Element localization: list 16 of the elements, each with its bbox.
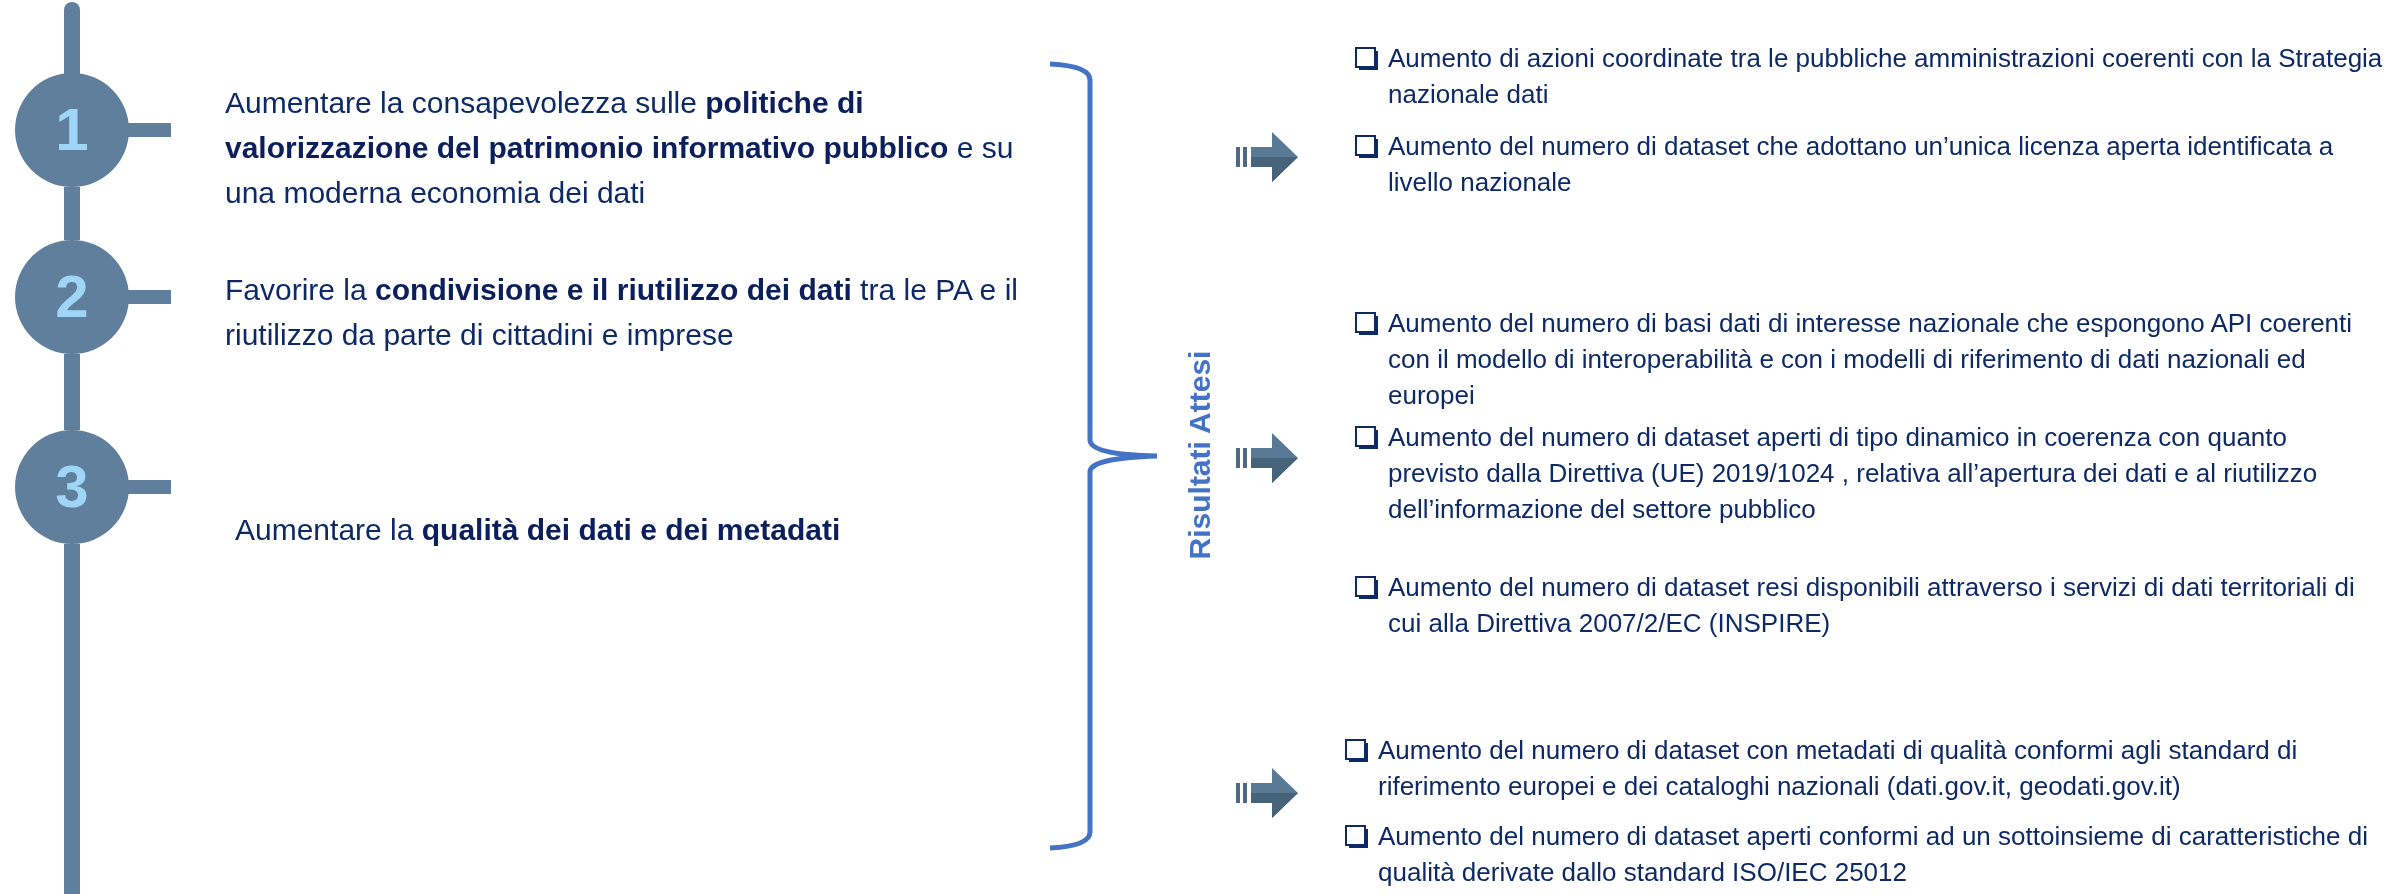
vertical-heading: Risultati Attesi xyxy=(1182,350,1217,560)
result-text: Aumento del numero di dataset con metadati di qualità conformi agli standard di riferimento europei e dei cataloghi nazionali (dati.gov.it, geodati.gov.it) xyxy=(1378,734,2299,803)
result-text: Aumento del numero di basi dati di interesse nazionale che espongono API coerenti con il modello di interoperabilità e con i modelli di riferimento di dati nazionali ed europei xyxy=(1388,307,2354,412)
result-text: Aumento del numero di dataset aperti di tipo dinamico in coerenza con quanto previsto dalla Direttiva (UE) 2019/1024 , relativa all’apertura dei dati e al riutilizzo dell’informazione del settore pubblico xyxy=(1388,421,2319,526)
result-text: Aumento del numero di dataset resi disponibili attraverso i servizi di dati territoriali di cui alla Direttiva 2007/2/EC (INSPIRE) xyxy=(1388,571,2356,640)
step-number: 3 xyxy=(55,457,89,517)
step-number: 1 xyxy=(55,100,89,160)
timeline-line xyxy=(64,187,80,240)
result-text: Aumento del numero di dataset che adottano un’unica licenza aperta identificata a livello nazionale xyxy=(1388,130,2335,199)
timeline-line xyxy=(64,354,80,430)
objective-text: Favorire la condivisione e il riutilizzo dei dati tra le PA e il riutilizzo da parte di cittadini e imprese xyxy=(225,272,1019,353)
objective-text: Aumentare la qualità dei dati e dei metadati xyxy=(235,512,842,548)
result-text: Aumento di azioni coordinate tra le pubbliche amministrazioni coerenti con la Strategia nazionale dati xyxy=(1388,42,2384,111)
step-number: 2 xyxy=(55,267,89,327)
result-text: Aumento del numero di dataset aperti conformi ad un sottoinsieme di caratteristiche di qualità derivate dallo standard ISO/IEC 25012 xyxy=(1378,820,2369,889)
objective-text: Aumentare la consapevolezza sulle politiche di valorizzazione del patrimonio informativo pubblico e su una moderna economia dei dati xyxy=(225,85,1015,211)
